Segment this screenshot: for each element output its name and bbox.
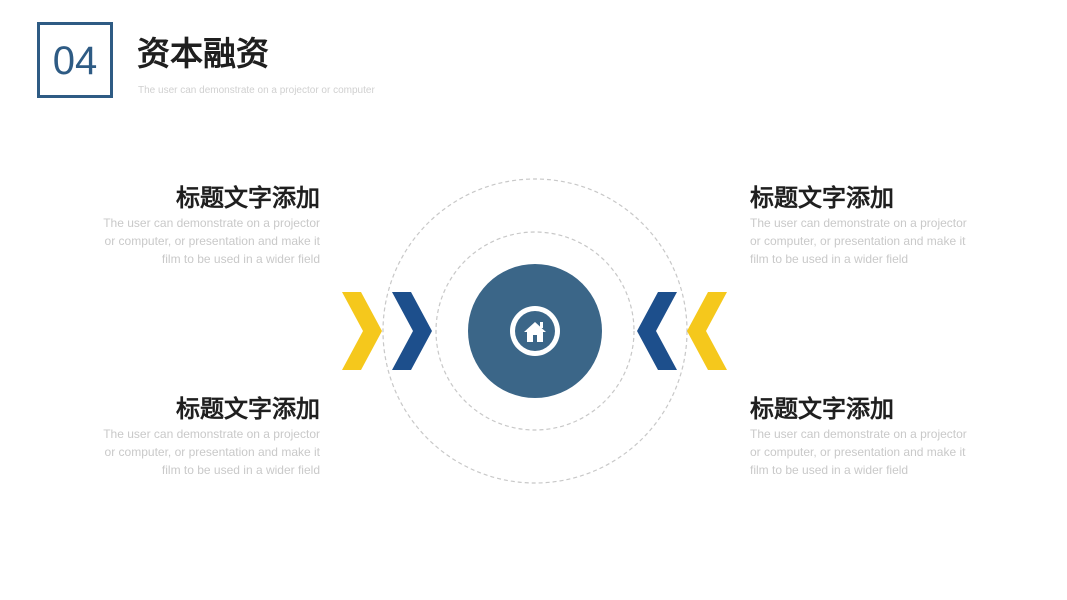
yellow-chevron-right — [687, 292, 727, 370]
blue-chevron-left — [392, 292, 432, 370]
block-description: The user can demonstrate on a projector … — [103, 216, 320, 266]
text-block-top-right: 标题文字添加 The user can demonstrate on a pro… — [750, 184, 980, 268]
text-block-top-left: 标题文字添加 The user can demonstrate on a pro… — [90, 184, 320, 268]
blue-chevron-right — [637, 292, 677, 370]
text-block-bottom-left: 标题文字添加 The user can demonstrate on a pro… — [90, 395, 320, 479]
block-title: 标题文字添加 — [176, 184, 320, 212]
block-title: 标题文字添加 — [750, 395, 894, 423]
section-number: 04 — [52, 39, 98, 83]
block-title: 标题文字添加 — [176, 395, 320, 423]
center-graphic — [342, 178, 727, 484]
block-description: The user can demonstrate on a projector … — [750, 427, 967, 477]
page-subtitle: The user can demonstrate on a projector … — [138, 85, 375, 96]
inner-dashed-ring — [435, 231, 635, 431]
home-icon — [510, 306, 560, 356]
page-title: 资本融资 — [137, 34, 269, 73]
block-title: 标题文字添加 — [750, 184, 894, 212]
block-description: The user can demonstrate on a projector … — [103, 427, 320, 477]
section-number-box: 04 — [37, 22, 113, 98]
block-description: The user can demonstrate on a projector … — [750, 216, 967, 266]
yellow-chevron-left — [342, 292, 382, 370]
text-block-bottom-right: 标题文字添加 The user can demonstrate on a pro… — [750, 395, 980, 479]
